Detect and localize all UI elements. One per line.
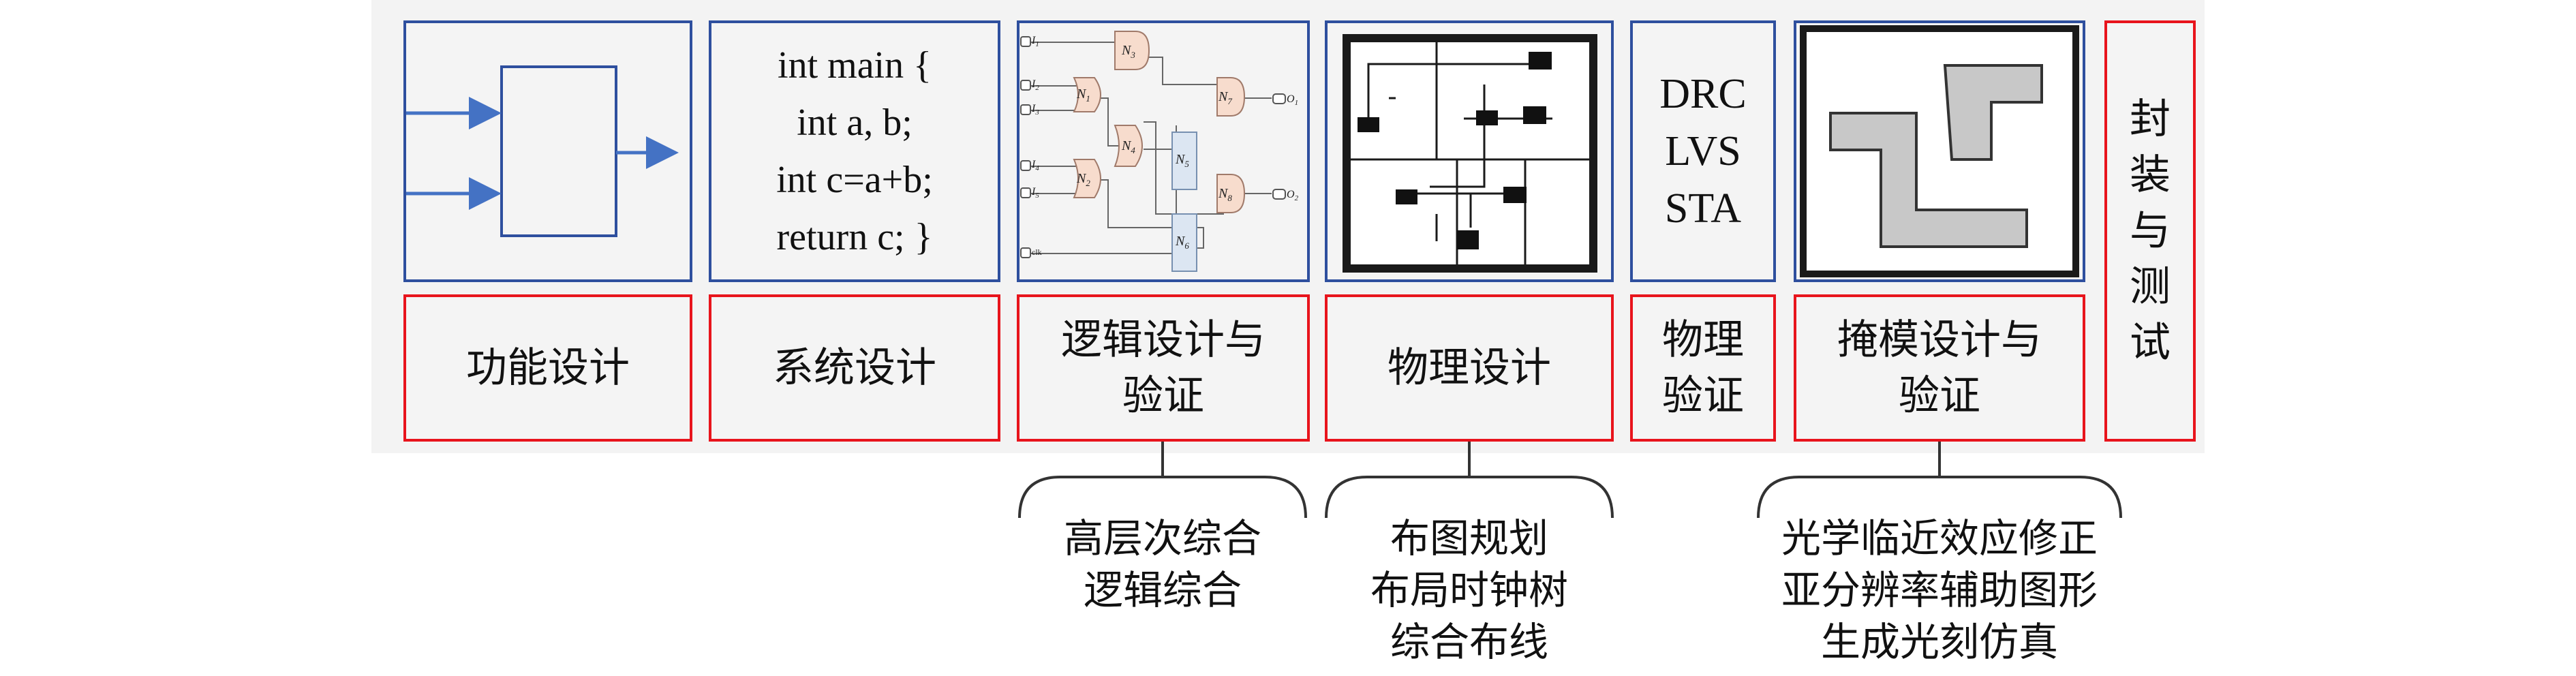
verification-checks: DRC LVS STA (1630, 20, 1776, 282)
svg-text:I1: I1 (1031, 35, 1039, 48)
brace-physical (1325, 442, 1614, 519)
stage-mask-design-verification: 掩模设计与 验证 (1794, 294, 2085, 442)
mask-pattern-icon (1800, 25, 2079, 277)
mask-illustration (1794, 20, 2085, 282)
stage-functional-design: 功能设计 (403, 294, 692, 442)
stage-system-design: 系统设计 (709, 294, 1000, 442)
logic-circuit-illustration: N3 N1 N4 N2 N7 N5 N8 N6 I1 I2 I3 I4 I5 c… (1017, 20, 1310, 282)
functional-design-illustration (403, 20, 692, 282)
physical-substeps: 布图规划 布局时钟树 综合布线 (1370, 515, 1568, 665)
block-diagram-icon (406, 65, 679, 237)
stage-packaging-testing: 封 装 与 测 试 (2104, 20, 2196, 442)
gate-netlist-icon: N3 N1 N4 N2 N7 N5 N8 N6 I1 I2 I3 I4 I5 c… (1020, 31, 1299, 272)
stage-logic-design-verification: 逻辑设计与 验证 (1017, 294, 1310, 442)
brace-logic (1018, 442, 1307, 519)
system-design-code: int main { int a, b; int c=a+b; return c… (709, 20, 1000, 282)
stage-physical-verification: 物理 验证 (1630, 294, 1776, 442)
stage-physical-design: 物理设计 (1325, 294, 1614, 442)
logic-substeps: 高层次综合 逻辑综合 (1063, 515, 1261, 613)
physical-layout-illustration (1325, 20, 1614, 282)
svg-text:clk: clk (1032, 247, 1042, 257)
mask-substeps: 光学临近效应修正 亚分辨率辅助图形 生成光刻仿真 (1781, 515, 2098, 665)
brace-mask (1757, 442, 2122, 519)
floorplan-icon (1343, 34, 1597, 273)
